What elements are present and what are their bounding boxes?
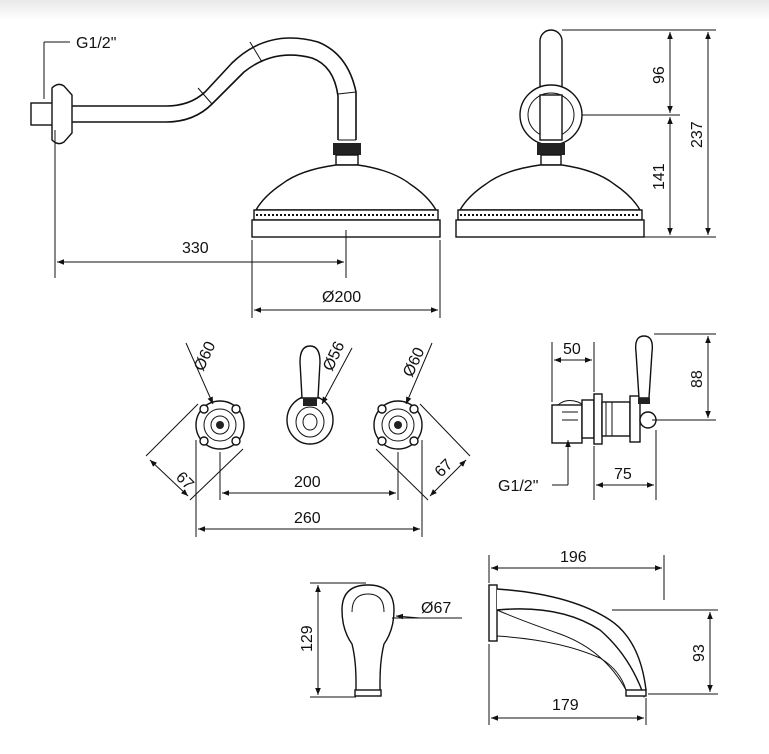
valve-side-view: 50 88 75 G1/2" (498, 333, 716, 500)
shower-head-side-view: G1/2" 330 Ø200 (30, 35, 441, 318)
valve-thread-label: G1/2" (498, 478, 538, 495)
valve-flange (593, 393, 603, 445)
valve-body (551, 404, 583, 444)
spout-flange (488, 584, 498, 642)
spout-side-height-label: 93 (691, 644, 708, 662)
height-total-label: 237 (689, 121, 706, 148)
left-handle-dia-label: Ø60 (191, 339, 219, 374)
spout-front-view: 129 Ø67 (299, 582, 462, 698)
shower-arm-top (72, 37, 357, 140)
valve-depth-label: 50 (563, 341, 581, 358)
right-plate-label: 67 (432, 456, 457, 481)
center-lever-handle (286, 345, 334, 445)
arm-reach-label: 330 (182, 240, 209, 257)
left-plate-label: 67 (172, 469, 197, 494)
centers-inner-label: 200 (294, 474, 321, 491)
valves-front-view: Ø60 Ø56 Ø60 67 67 200 260 (145, 339, 471, 537)
shower-head-dome (254, 164, 438, 211)
height-lower-label: 141 (651, 163, 668, 190)
right-cross-handle (373, 400, 423, 450)
valve-handle-height-label: 88 (689, 370, 706, 388)
spout-side-view: 196 179 93 (488, 549, 718, 725)
left-cross-handle (195, 400, 245, 450)
valve-projection-label: 75 (614, 466, 632, 483)
spout-front (341, 584, 395, 695)
spout-height-label: 129 (299, 625, 316, 652)
valve-lever (634, 335, 654, 399)
spout-body-upper (496, 588, 647, 699)
center-handle-dia-label: Ø56 (320, 339, 348, 374)
wall-inlet-stub (30, 102, 54, 126)
spout-lower-length-label: 179 (552, 697, 579, 714)
top-gradient-bar (0, 0, 769, 20)
swivel-nut (333, 143, 361, 155)
shower-arm-bottom (72, 54, 339, 140)
shower-head-front-view: 96 141 237 (455, 29, 716, 238)
spout-total-length-label: 196 (560, 549, 587, 566)
shower-thread-label: G1/2" (76, 35, 116, 52)
centers-outer-label: 260 (294, 510, 321, 527)
head-diameter-label: Ø200 (322, 289, 361, 306)
spout-flange-dia-label: Ø67 (421, 600, 451, 617)
height-upper-label: 96 (651, 66, 668, 84)
